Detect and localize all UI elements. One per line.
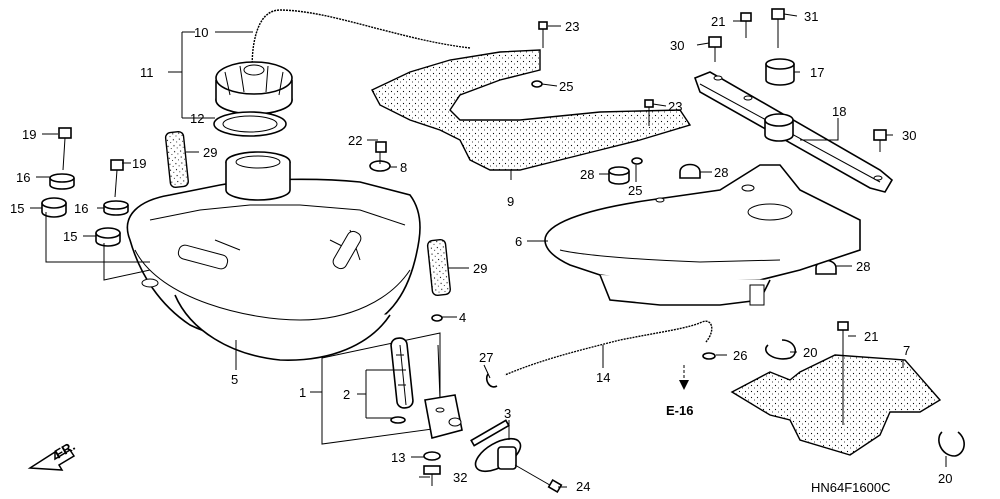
fuel-tank-5: [126, 151, 421, 361]
diagram-code: HN64F1600C: [811, 480, 891, 495]
callout-23b: 23: [668, 99, 682, 114]
screws-23: [531, 21, 654, 165]
mount-rubbers: [41, 127, 129, 247]
strap-29: [164, 131, 451, 296]
callout-3: 3: [504, 406, 511, 421]
breather-hose-10: [251, 9, 471, 83]
front-direction-arrow: [27, 448, 76, 471]
callout-27: 27: [479, 350, 493, 365]
callout-24: 24: [576, 479, 590, 494]
callout-25a: 25: [559, 79, 573, 94]
callout-20b: 20: [938, 471, 952, 486]
reference-label: E-16: [666, 403, 693, 418]
fuel-hose-14: [504, 320, 713, 376]
fuel-valve-assembly-1: [321, 332, 463, 445]
floor-pad-7: [730, 354, 942, 456]
callout-1: 1: [299, 385, 306, 400]
callout-26: 26: [733, 348, 747, 363]
hose-clip-27: [485, 373, 498, 388]
callout-8: 8: [400, 160, 407, 175]
callout-22: 22: [348, 133, 362, 148]
fuel-unit-3: [470, 419, 522, 473]
seat-bracket-18: [693, 71, 894, 193]
callout-4: 4: [459, 310, 466, 325]
callout-15b: 15: [63, 229, 77, 244]
callout-15a: 15: [10, 201, 24, 216]
callout-23a: 23: [565, 19, 579, 34]
callout-10: 10: [194, 25, 208, 40]
callout-7: 7: [903, 343, 910, 358]
leader-lines: [30, 13, 947, 488]
nut-4: [431, 314, 443, 322]
nut-13: [423, 451, 441, 486]
callout-12: 12: [190, 111, 204, 126]
callout-14: 14: [596, 370, 610, 385]
callout-19a: 19: [22, 127, 36, 142]
grommets-28: [608, 163, 837, 275]
callout-16a: 16: [16, 170, 30, 185]
callout-6: 6: [515, 234, 522, 249]
clips-20: [765, 339, 965, 457]
bolt-24: [514, 464, 556, 489]
callout-29a: 29: [203, 145, 217, 160]
callout-30a: 30: [670, 38, 684, 53]
callout-21a: 21: [711, 14, 725, 29]
bolts-upper-right: [708, 8, 887, 345]
callout-29b: 29: [473, 261, 487, 276]
callout-28a: 28: [580, 167, 594, 182]
callout-25b: 25: [628, 183, 642, 198]
callout-9: 9: [507, 194, 514, 209]
callout-28c: 28: [856, 259, 870, 274]
callout-21b: 21: [864, 329, 878, 344]
callout-19b: 19: [132, 156, 146, 171]
callout-18: 18: [832, 104, 846, 119]
callout-17: 17: [810, 65, 824, 80]
callout-13: 13: [391, 450, 405, 465]
callout-31: 31: [804, 9, 818, 24]
callout-32: 32: [453, 470, 467, 485]
callout-11: 11: [140, 65, 154, 80]
callout-2: 2: [343, 387, 350, 402]
callout-16b: 16: [74, 201, 88, 216]
callout-30b: 30: [902, 128, 916, 143]
fuel-cap-11: [215, 61, 293, 115]
hose-clip-26: [702, 352, 716, 360]
seat-pad-9: [371, 49, 692, 171]
callout-28b: 28: [714, 165, 728, 180]
callout-20a: 20: [803, 345, 817, 360]
bolt-8: [369, 141, 391, 172]
callout-5: 5: [231, 372, 238, 387]
seat-base-6: [544, 164, 861, 306]
